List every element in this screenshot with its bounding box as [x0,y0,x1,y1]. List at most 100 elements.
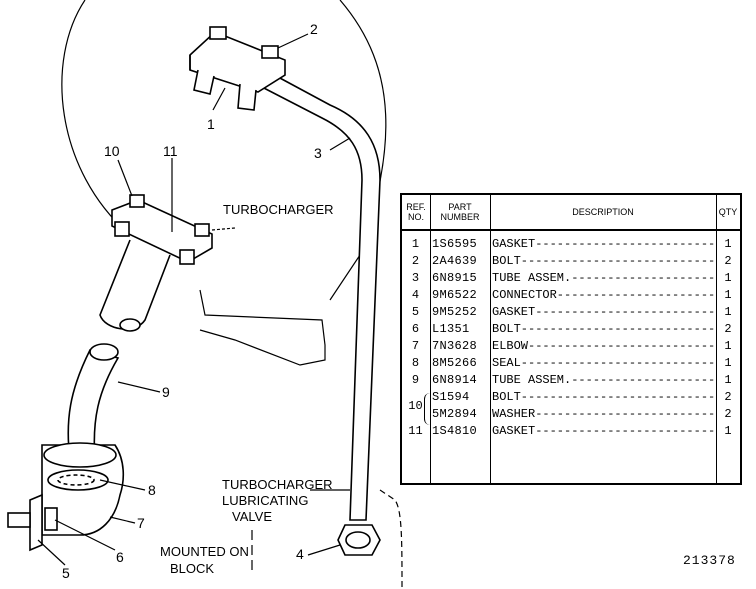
qty-cell: 1 [724,237,732,251]
callout-5: 5 [62,565,70,581]
ref-cell: 1 [411,237,420,251]
callout-6: 6 [116,549,124,565]
leader-2 [277,33,309,49]
turbocharger-flange [99,194,213,332]
leader-6 [54,519,116,551]
part-number-cell: L1351 [432,322,470,336]
leader-turbocharger [211,227,236,231]
table-row: 6 L1351 BOLT------------------------------… [402,321,740,338]
description-cell: WASHER------------------------------- [492,407,714,421]
callout-8: 8 [148,482,156,498]
description-cell: CONNECTOR------------------------------- [492,288,714,302]
table-row: 7 7N3628 ELBOW----------------------------… [402,338,740,355]
leader-3 [329,137,351,151]
elbow-7 [7,442,125,552]
table-row: S1594 BOLT-------------------------------… [402,389,740,406]
callout-10: 10 [104,143,120,159]
callout-9: 9 [162,384,170,400]
ref-cell: 5 [411,305,420,319]
description-cell: GASKET------------------------------- [492,305,714,319]
header-part-number: PART NUMBER [430,195,490,231]
leader-10 [117,159,133,197]
leader-9 [117,381,161,393]
connector-4 [337,524,381,556]
ref-cell: 6 [411,322,420,336]
column-divider [430,195,431,483]
table-row: 4 9M6522 CONNECTOR------------------------… [402,287,740,304]
tube-assembly-lower [67,343,120,461]
ref-cell: 2 [411,254,420,268]
qty-cell: 1 [724,305,732,319]
part-number-cell: 9M6522 [432,288,478,302]
description-cell: TUBE ASSEM.-----------------------------… [492,271,714,285]
label-mounted-line2: BLOCK [170,561,215,576]
callout-3: 3 [314,145,322,161]
description-cell: BOLT------------------------------- [492,390,714,404]
description-cell: BOLT------------------------------- [492,254,714,268]
table-row: 2 2A4639 BOLT-----------------------------… [402,253,740,270]
turbocharger-bracket-outline [199,289,326,366]
callout-4: 4 [296,546,304,562]
part-number-cell: 1S6595 [432,237,478,251]
callout-7: 7 [137,515,145,531]
label-valve-line2: LUBRICATING [222,493,309,508]
callout-11: 11 [163,143,178,159]
figure-number: 213378 [683,553,736,568]
qty-cell: 2 [724,407,732,421]
part-number-cell: S1594 [432,390,470,404]
table-row: 5M2894 WASHER----------------------------… [402,406,740,423]
ref-cell: 4 [411,288,420,302]
part-number-cell: 2A4639 [432,254,478,268]
label-valve-line1: TURBOCHARGER [222,477,333,492]
table-row: 3 6N8915 TUBE ASSEM.----------------------… [402,270,740,287]
column-divider [716,195,717,483]
qty-cell: 2 [724,390,732,404]
ref-cell: 8 [411,356,420,370]
group-brace [424,393,431,425]
qty-cell: 1 [724,271,732,285]
part-number-cell: 7N3628 [432,339,478,353]
qty-cell: 2 [724,254,732,268]
part-number-cell: 1S4810 [432,424,478,438]
ref-10-group: 10 [408,399,423,413]
leader-8 [99,479,146,491]
label-turbocharger: TURBOCHARGER [223,202,334,217]
part-number-cell: 6N8914 [432,373,478,387]
part-number-cell: 5M2894 [432,407,478,421]
label-mounted-line1: MOUNTED ON [160,544,249,559]
callout-1: 1 [207,116,215,132]
qty-cell: 1 [724,373,732,387]
description-cell: GASKET------------------------------- [492,237,714,251]
leader-4 [307,544,341,556]
description-cell: GASKET------------------------------- [492,424,714,438]
leader-5 [37,539,66,566]
table-row: 8 8M5266 SEAL-----------------------------… [402,355,740,372]
description-cell: TUBE ASSEM.-----------------------------… [492,373,714,387]
ref-cell: 3 [411,271,420,285]
description-cell: BOLT------------------------------- [492,322,714,336]
table-row: 1 1S6595 GASKET---------------------------… [402,236,740,253]
leader-7 [109,516,136,524]
qty-cell: 1 [724,288,732,302]
description-cell: SEAL------------------------------- [492,356,714,370]
upper-flange [189,26,286,111]
leader-1 [212,87,226,111]
table-row: 9 6N8914 TUBE ASSEM.----------------------… [402,372,740,389]
ref-cell: 7 [411,339,420,353]
part-number-cell: 9M5252 [432,305,478,319]
part-number-cell: 6N8915 [432,271,478,285]
ref-cell: 11 [408,424,423,438]
label-valve-line3: VALVE [232,509,272,524]
callout-2: 2 [310,21,318,37]
block-phantom-outline [379,489,403,589]
header-description: DESCRIPTION [490,195,716,231]
header-qty: QTY [716,195,740,231]
table-row: 5 9M5252 GASKET---------------------------… [402,304,740,321]
description-cell: ELBOW------------------------------- [492,339,714,353]
qty-cell: 1 [724,356,732,370]
ref-cell: 9 [411,373,420,387]
tube-assembly-upper [256,68,381,521]
part-number-cell: 8M5266 [432,356,478,370]
